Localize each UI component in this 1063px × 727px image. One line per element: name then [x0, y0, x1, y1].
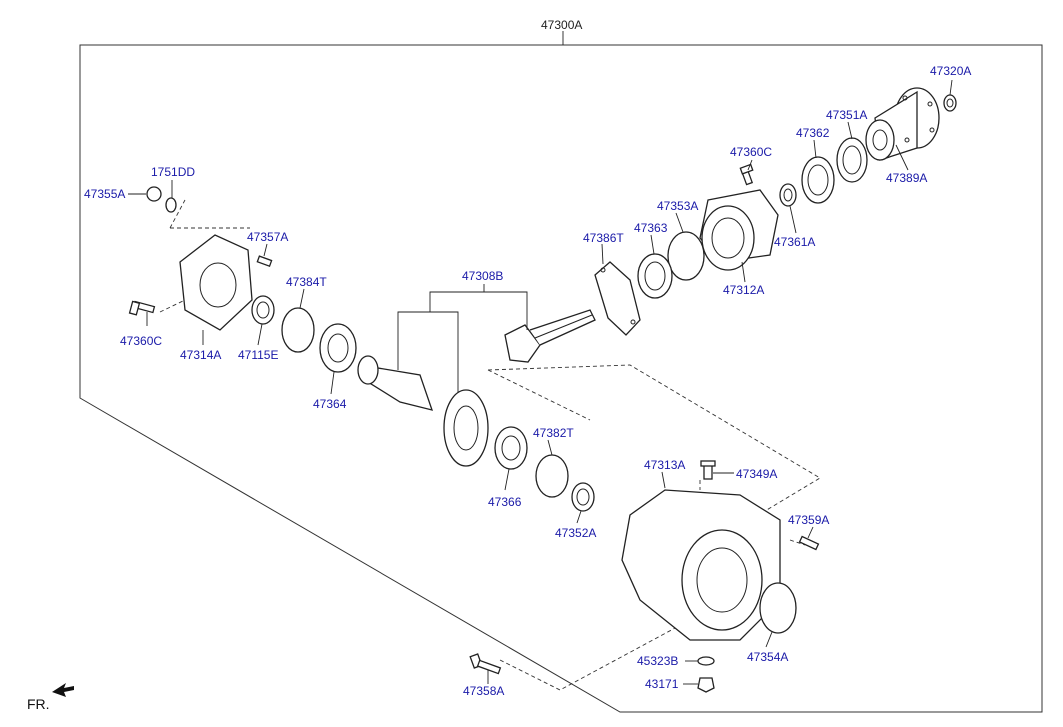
part-47355A-plug[interactable] — [146, 186, 162, 202]
part-47366-bearing[interactable] — [494, 426, 528, 470]
part-47358A-bolt[interactable] — [469, 653, 502, 675]
part-43171-plug[interactable] — [697, 677, 715, 693]
label-47360C-left[interactable]: 47360C — [120, 334, 162, 348]
part-47351A-seal[interactable] — [836, 137, 868, 183]
assembly-label: 47300A — [541, 18, 582, 32]
part-labels: 47320A 47351A 47362 47389A 47360C 47353A… — [84, 64, 971, 698]
part-47308B-shaft[interactable] — [357, 355, 489, 467]
part-47314A-cover[interactable] — [179, 234, 253, 331]
label-47382T[interactable]: 47382T — [533, 426, 574, 440]
part-47363-bearing[interactable] — [637, 253, 673, 299]
front-arrow-icon — [52, 683, 74, 697]
label-45323B[interactable]: 45323B — [637, 654, 678, 668]
label-47362[interactable]: 47362 — [796, 126, 830, 140]
label-47358A[interactable]: 47358A — [463, 684, 504, 698]
part-47362-bearing[interactable] — [801, 156, 835, 204]
front-indicator: FR. — [27, 696, 50, 712]
part-47352A-seal[interactable] — [571, 482, 595, 512]
label-47354A[interactable]: 47354A — [747, 650, 788, 664]
part-47320A-ring[interactable] — [943, 94, 957, 112]
label-47361A[interactable]: 47361A — [774, 235, 815, 249]
label-47352A[interactable]: 47352A — [555, 526, 596, 540]
part-1751DD-washer[interactable] — [165, 197, 177, 213]
label-43171[interactable]: 43171 — [645, 677, 679, 691]
part-47360C-top-bolt[interactable] — [739, 163, 754, 186]
part-47364-bearing[interactable] — [319, 323, 357, 373]
label-47320A[interactable]: 47320A — [930, 64, 971, 78]
label-47349A[interactable]: 47349A — [736, 467, 777, 481]
label-47314A[interactable]: 47314A — [180, 348, 221, 362]
label-47357A[interactable]: 47357A — [247, 230, 288, 244]
part-47353A-o-ring[interactable] — [667, 231, 705, 281]
label-47366[interactable]: 47366 — [488, 495, 522, 509]
dashed-guides — [159, 199, 821, 691]
label-47351A[interactable]: 47351A — [826, 108, 867, 122]
part-47360C-left-bolt[interactable] — [128, 300, 156, 316]
part-47312A-housing[interactable] — [699, 189, 779, 271]
label-47308B[interactable]: 47308B — [462, 269, 503, 283]
part-47354A-o-ring[interactable] — [759, 582, 797, 634]
part-47389A-flange[interactable] — [865, 87, 940, 161]
part-47115E-seal[interactable] — [251, 295, 275, 325]
part-47359A-pin[interactable] — [798, 535, 820, 551]
label-47386T[interactable]: 47386T — [583, 231, 624, 245]
label-47384T[interactable]: 47384T — [286, 275, 327, 289]
part-47384T-o-ring[interactable] — [281, 307, 315, 353]
label-47389A[interactable]: 47389A — [886, 171, 927, 185]
label-47353A[interactable]: 47353A — [657, 199, 698, 213]
label-47115E[interactable]: 47115E — [238, 348, 278, 362]
part-47386T-gasket[interactable] — [594, 261, 641, 336]
label-47355A[interactable]: 47355A — [84, 187, 125, 201]
part-47308B-pinion[interactable] — [504, 309, 596, 363]
label-47363[interactable]: 47363 — [634, 221, 668, 235]
part-47361A-bushing[interactable] — [779, 183, 797, 207]
label-47364[interactable]: 47364 — [313, 397, 347, 411]
part-45323B-washer[interactable] — [697, 656, 715, 666]
part-47349A-breather[interactable] — [700, 460, 716, 480]
label-47312A[interactable]: 47312A — [723, 283, 764, 297]
label-47313A[interactable]: 47313A — [644, 458, 685, 472]
leader-lines — [128, 79, 953, 685]
part-47357A-pin[interactable] — [256, 255, 273, 268]
part-47313A-case[interactable] — [621, 489, 781, 641]
part-47382T-o-ring[interactable] — [535, 454, 569, 498]
assembly-frame — [79, 44, 1043, 713]
label-1751DD[interactable]: 1751DD — [151, 165, 195, 179]
label-47360C-top[interactable]: 47360C — [730, 145, 772, 159]
label-47359A[interactable]: 47359A — [788, 513, 829, 527]
